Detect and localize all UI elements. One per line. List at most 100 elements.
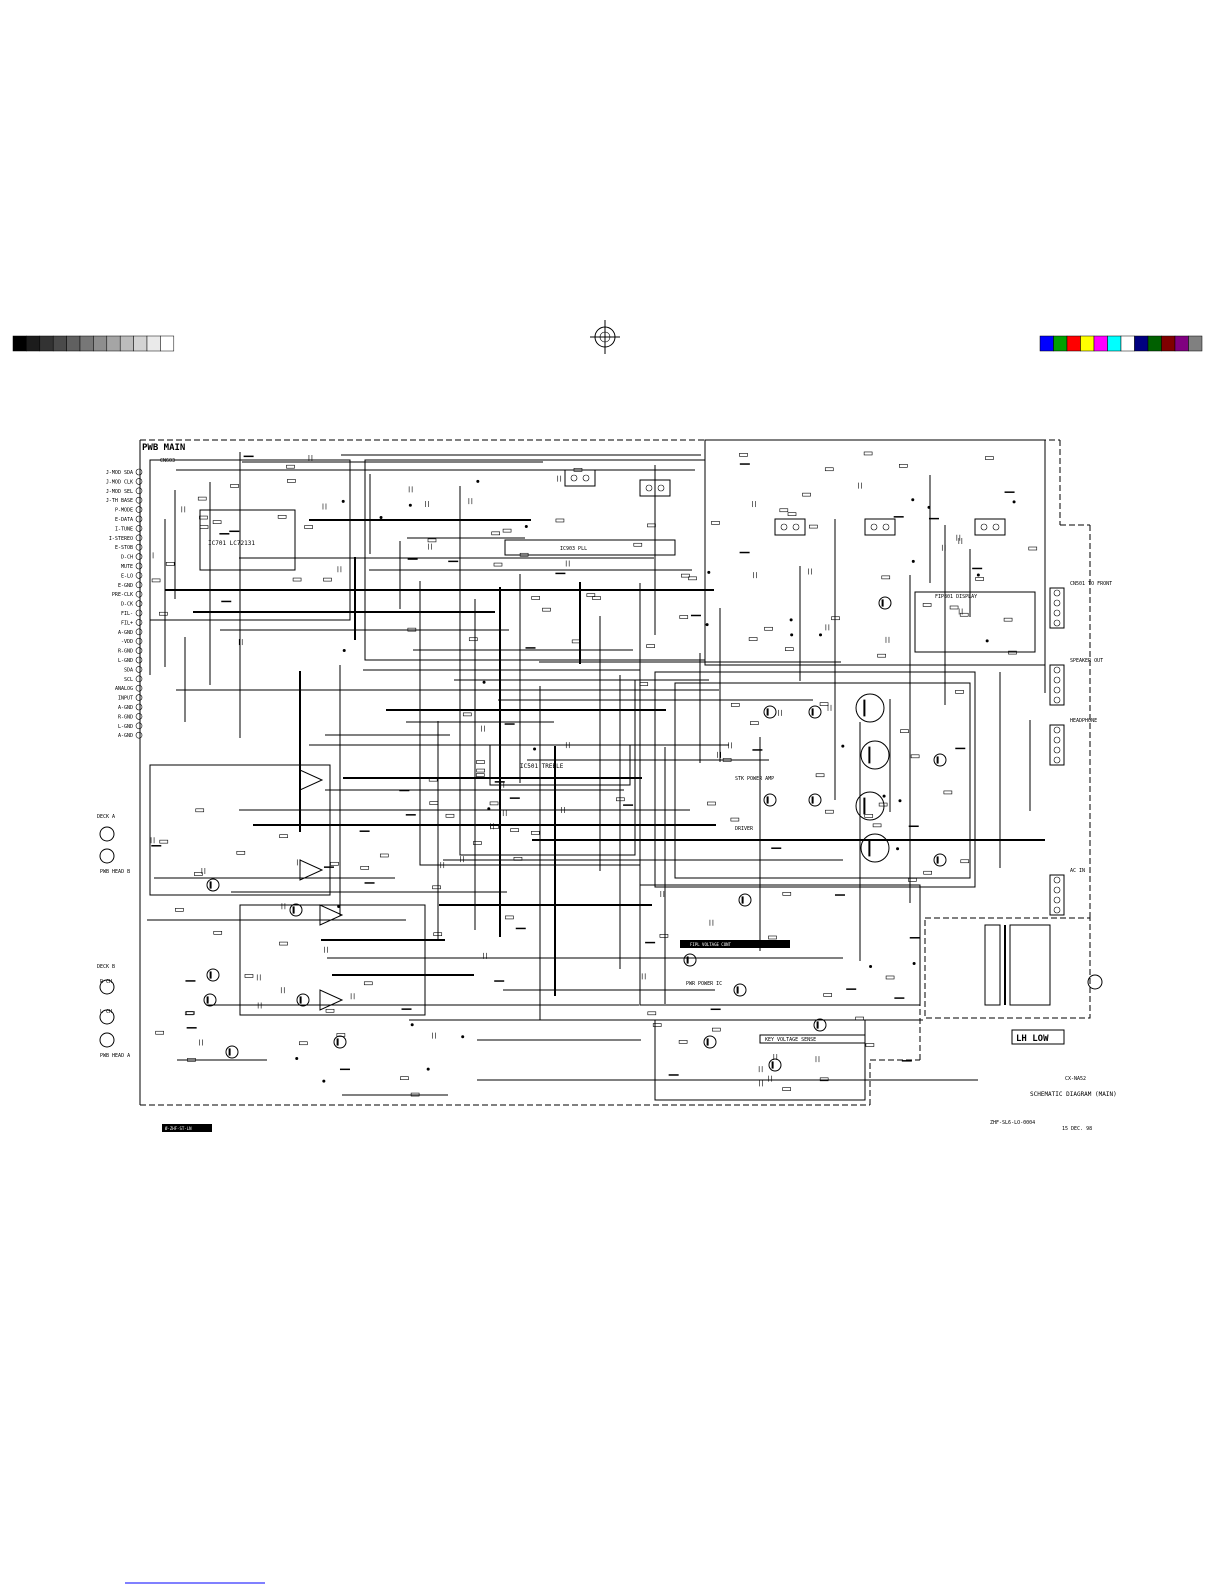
legend-part: ZHF-SL6-LO-0004 xyxy=(990,1120,1035,1126)
resistor xyxy=(592,596,601,600)
connector-pin-label: L-GND xyxy=(118,658,133,664)
part-label xyxy=(221,600,232,603)
resistor xyxy=(823,993,833,997)
transistor xyxy=(878,596,892,610)
head-b-label: DECK B xyxy=(97,964,115,970)
variable-resistor xyxy=(774,518,806,536)
connector-pin xyxy=(135,515,143,523)
transistor xyxy=(763,705,777,719)
part-label xyxy=(955,747,966,750)
junction xyxy=(337,904,341,908)
bottom-tag: Ø-ZHF-ST-LN xyxy=(162,1124,212,1132)
connector-pin xyxy=(135,637,143,645)
connector-pin-label: D-CK xyxy=(121,602,133,608)
resistor xyxy=(360,866,370,870)
resistor xyxy=(304,525,313,529)
part-label xyxy=(151,845,162,847)
resistor xyxy=(323,577,332,582)
resistor xyxy=(493,562,503,567)
part-label xyxy=(219,533,230,535)
resistor xyxy=(490,825,499,829)
main-amp-block: STK POWER AMP DRIVER xyxy=(674,682,971,879)
color-swatch xyxy=(1134,335,1149,352)
fip-label: FIP801 DISPLAY xyxy=(935,594,977,600)
variable-resistor xyxy=(792,523,800,531)
transistor xyxy=(738,893,752,907)
jack-deck-b: DECK B R CH L CH PWB HEAD A xyxy=(97,964,130,1059)
junction xyxy=(789,618,793,622)
junction xyxy=(487,807,491,811)
connector-pin-label: I-TUNE xyxy=(115,526,133,532)
transistor xyxy=(860,833,890,863)
connector-pin-label: MUTE xyxy=(121,564,133,570)
power-block: FIPL VOLTAGE CONT KEY VOLTAGE SENSE PWR … xyxy=(680,940,866,1044)
color-swatch xyxy=(1080,335,1095,352)
connector-pin xyxy=(135,619,143,626)
resistor xyxy=(809,524,818,529)
resistor xyxy=(863,451,873,456)
part-label xyxy=(846,988,857,990)
junction xyxy=(322,1079,326,1083)
transistor xyxy=(855,791,885,821)
ic501-label: IC501 TREBLE xyxy=(520,763,564,770)
resistor xyxy=(825,809,834,814)
connector-pin xyxy=(135,675,143,683)
gray-swatch xyxy=(52,335,67,352)
gray-swatch xyxy=(160,335,175,352)
connector-pin xyxy=(135,468,143,476)
gray-swatch xyxy=(93,335,108,352)
resistor xyxy=(722,758,732,762)
resistor xyxy=(491,531,500,536)
junction xyxy=(882,794,886,798)
resistor xyxy=(908,878,917,882)
connector-pin xyxy=(135,722,143,730)
wire-loop xyxy=(239,904,426,1016)
resistor xyxy=(877,653,886,658)
resistor xyxy=(159,611,168,616)
resistor xyxy=(432,885,441,890)
resistor xyxy=(187,1058,196,1062)
resistor xyxy=(652,1023,662,1027)
resistor xyxy=(707,801,716,806)
connector-pin-label: PRE-CLK xyxy=(112,592,133,598)
color-swatch xyxy=(1161,335,1176,352)
transistor xyxy=(855,693,885,723)
resistor xyxy=(236,850,246,855)
transistor xyxy=(808,705,822,719)
junction xyxy=(341,499,345,503)
op-amp xyxy=(299,769,324,791)
resistor xyxy=(244,974,254,978)
resistor xyxy=(922,603,932,607)
wire-loop xyxy=(364,459,706,661)
junction xyxy=(461,1035,465,1039)
right-connector-label: HEADPHONE xyxy=(1070,718,1097,724)
connector-pin xyxy=(135,684,143,692)
wire-loop xyxy=(419,669,641,866)
resistor xyxy=(363,981,373,986)
jack-deck-a: DECK A PWB HEAD B xyxy=(97,814,130,875)
connector-pin xyxy=(135,703,143,711)
transistor xyxy=(933,853,947,867)
ic701-block: IC701 LC72131 xyxy=(199,509,296,571)
resistor xyxy=(505,915,514,920)
connector-pin-label: J-MOD SEL xyxy=(106,489,133,495)
right-connector-label: SPEAKER OUT xyxy=(1070,658,1103,664)
transistor xyxy=(763,793,777,807)
variable-resistor xyxy=(864,518,896,536)
part-label xyxy=(1004,491,1015,493)
resistor xyxy=(943,790,953,795)
power-ic-label: PWR POWER IC xyxy=(686,981,722,987)
right-connector: CN501 TO FRONT xyxy=(1049,581,1112,629)
transistor xyxy=(813,1018,827,1032)
resistor xyxy=(955,690,964,694)
part-label xyxy=(739,463,750,465)
resistor xyxy=(531,831,540,835)
part-label xyxy=(364,882,375,884)
resistor xyxy=(571,639,581,644)
resistor xyxy=(519,552,529,557)
lh-low-stamp: LH LOW xyxy=(1011,1029,1065,1045)
connector-pin-label: P-MODE xyxy=(115,508,133,514)
